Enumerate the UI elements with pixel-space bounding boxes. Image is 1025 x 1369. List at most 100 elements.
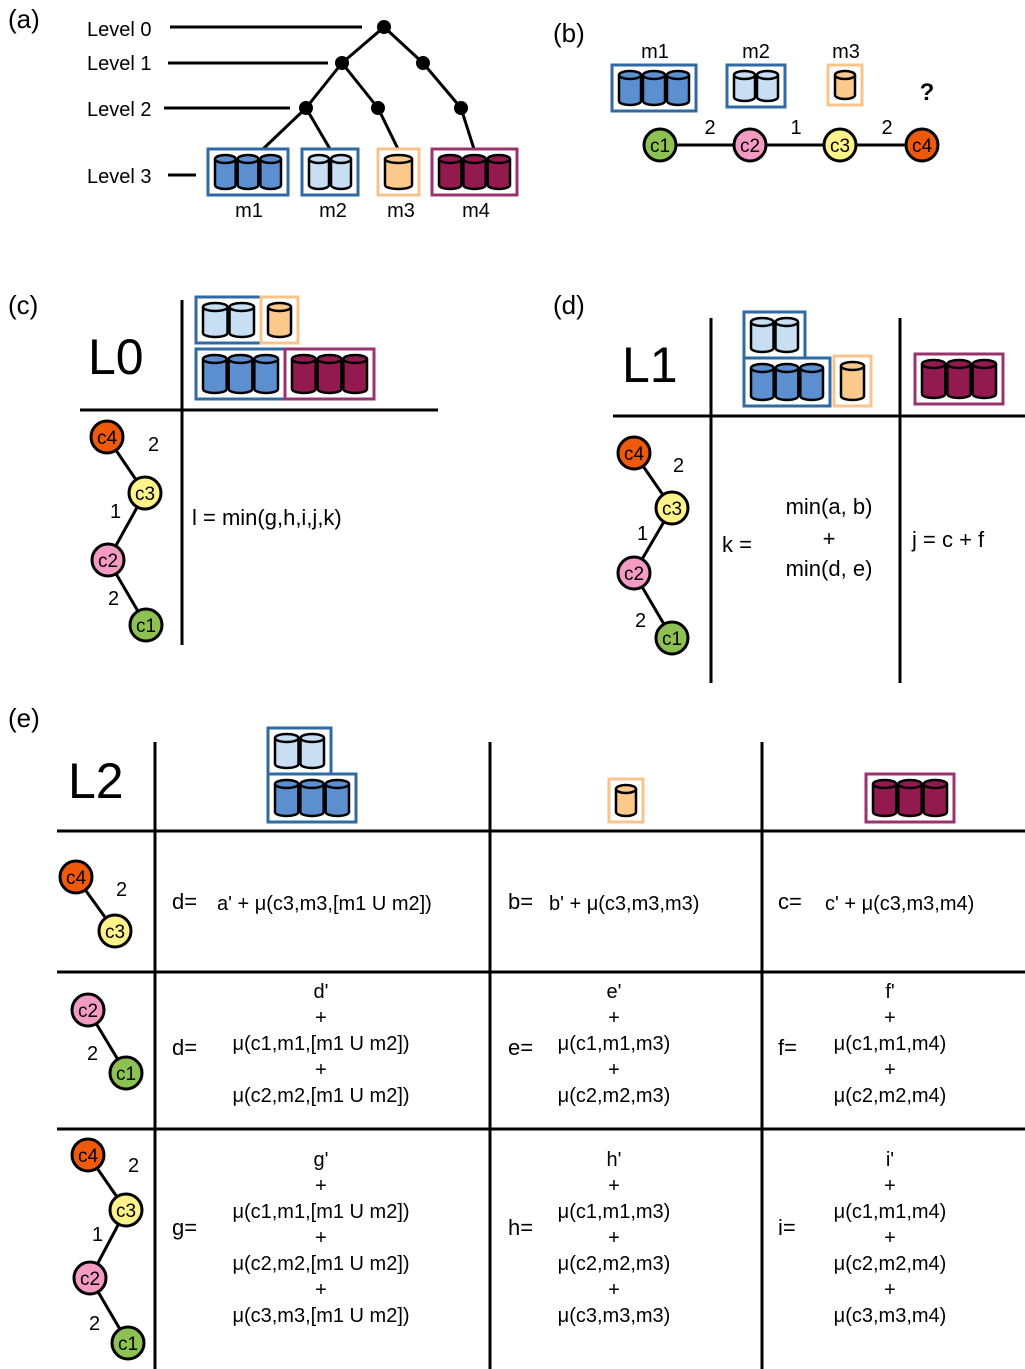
node-c2: c2 bbox=[732, 127, 768, 163]
node-c3: c3 bbox=[127, 475, 163, 511]
panel-a-label: (a) bbox=[8, 4, 40, 34]
cylinder-icon bbox=[617, 69, 643, 107]
tree-node-icon bbox=[416, 56, 430, 70]
question-icon: ? bbox=[920, 79, 935, 106]
panel-d-label: (d) bbox=[553, 290, 585, 320]
formula-line: + bbox=[315, 1227, 327, 1249]
formula-line: μ(c2,m2,m4) bbox=[834, 1085, 947, 1107]
cylinder-icon bbox=[922, 778, 949, 818]
formula-line: μ(c2,m2,[m1 U m2]) bbox=[232, 1253, 409, 1275]
panel-b: (b) m1 m2 m3 ? 2 1 2 c1 c2 c3 c4 bbox=[553, 18, 940, 163]
formula-lhs: h= bbox=[508, 1215, 533, 1240]
formula-line: μ(c2,m2,[m1 U m2]) bbox=[232, 1085, 409, 1107]
cylinder-icon bbox=[839, 360, 866, 402]
edge-weight-label: 1 bbox=[92, 1224, 103, 1246]
edge-weight-label: 2 bbox=[128, 1155, 139, 1177]
cylinder-icon bbox=[342, 353, 369, 395]
node-label: c2 bbox=[80, 1269, 100, 1290]
machine-group-m3 bbox=[832, 354, 873, 408]
formula-l: l = min(g,h,i,j,k) bbox=[192, 505, 342, 530]
formula-line: μ(c2,m2,m3) bbox=[558, 1253, 671, 1275]
formula-lhs: d= bbox=[172, 889, 197, 914]
level-title: L2 bbox=[68, 753, 124, 809]
cylinder-icon bbox=[201, 353, 228, 395]
node-c1: c1 bbox=[642, 127, 678, 163]
edge-weight-label: 2 bbox=[881, 117, 892, 139]
machine-label-m3: m3 bbox=[832, 41, 860, 63]
formula-cell: i=i'+μ(c1,m1,m4)+μ(c2,m2,m4)+μ(c3,m3,m4) bbox=[778, 1149, 946, 1327]
edge-weight-label: 2 bbox=[87, 1043, 98, 1065]
formula-cell: f=f'+μ(c1,m1,m4)+μ(c2,m2,m4) bbox=[778, 981, 946, 1107]
formula-line: + bbox=[315, 1175, 327, 1197]
node-label: c3 bbox=[105, 922, 125, 943]
node-label: c1 bbox=[116, 1064, 136, 1085]
machine-group-m2 bbox=[300, 147, 360, 197]
formula-lhs: i= bbox=[778, 1215, 796, 1240]
formula-k-lhs: k = bbox=[722, 532, 752, 557]
node-c1: c1 bbox=[108, 1055, 144, 1091]
edge-weight-label: 2 bbox=[704, 117, 715, 139]
formula-line: min(d, e) bbox=[786, 556, 873, 581]
node-c4: c4 bbox=[58, 859, 94, 895]
machine-label-m2: m2 bbox=[319, 200, 347, 222]
formula-line: + bbox=[884, 1279, 896, 1301]
formula-cell: d=d'+μ(c1,m1,[m1 U m2])+μ(c2,m2,[m1 U m2… bbox=[172, 981, 410, 1107]
formula-line: + bbox=[315, 1279, 327, 1301]
edge-weight-label: 2 bbox=[116, 879, 127, 901]
tree-node-icon bbox=[377, 20, 391, 34]
node-c3: c3 bbox=[822, 127, 858, 163]
cylinder-icon bbox=[799, 362, 825, 402]
edge-weight-label: 2 bbox=[89, 1313, 100, 1335]
node-label: c3 bbox=[135, 484, 155, 505]
cylinder-icon bbox=[236, 153, 260, 191]
cylinder-icon bbox=[299, 778, 325, 818]
row1-formulas: d= a' + μ(c3,m3,[m1 U m2]) b= b' + μ(c3,… bbox=[172, 889, 974, 915]
node-c3: c3 bbox=[654, 490, 690, 526]
formula-cell: e=e'+μ(c1,m1,m3)+μ(c2,m2,m3) bbox=[508, 981, 670, 1107]
formula-rhs: c' + μ(c3,m3,m4) bbox=[825, 893, 974, 915]
machine-group-m2 bbox=[742, 310, 807, 360]
node-label: c1 bbox=[650, 136, 670, 157]
level-title: L1 bbox=[622, 337, 678, 393]
cylinder-icon bbox=[324, 778, 351, 818]
node-c1: c1 bbox=[654, 620, 690, 656]
cylinder-icon bbox=[299, 732, 326, 770]
machine-label-m4: m4 bbox=[462, 200, 490, 222]
cylinder-icon bbox=[462, 153, 487, 191]
formula-line: + bbox=[608, 1227, 620, 1249]
formula-line: μ(c3,m3,m3) bbox=[558, 1305, 671, 1327]
formula-lhs: g= bbox=[172, 1215, 197, 1240]
machine-labels: m1 m2 m3 m4 bbox=[235, 200, 490, 222]
cylinder-icon bbox=[946, 358, 972, 400]
row2-cells: d=d'+μ(c1,m1,[m1 U m2])+μ(c2,m2,[m1 U m2… bbox=[172, 981, 946, 1107]
node-label: c1 bbox=[136, 616, 156, 637]
edge-weight-label: 2 bbox=[148, 434, 159, 456]
node-c2: c2 bbox=[732, 127, 768, 163]
formula-line: μ(c1,m1,m4) bbox=[834, 1033, 947, 1055]
node-label: c1 bbox=[118, 1334, 138, 1355]
node-label: c4 bbox=[66, 868, 87, 889]
formula-line: + bbox=[315, 1059, 327, 1081]
node-c2: c2 bbox=[616, 555, 652, 591]
tree-node-icon bbox=[335, 56, 349, 70]
machine-group-m1 bbox=[266, 772, 358, 824]
formula-lhs: b= bbox=[508, 889, 533, 914]
formula-line: + bbox=[608, 1279, 620, 1301]
table-grid-c bbox=[80, 300, 438, 645]
machine-group-m2 bbox=[194, 295, 263, 345]
formula-line: μ(c1,m1,m3) bbox=[558, 1201, 671, 1223]
formula-line: f' bbox=[885, 981, 894, 1003]
cylinder-icon bbox=[897, 778, 923, 818]
tree-node-icon bbox=[454, 101, 468, 115]
machine-group-m4 bbox=[283, 347, 376, 401]
node-label: c4 bbox=[624, 444, 645, 465]
machine-group-m2 bbox=[266, 726, 333, 776]
formula-line: d' bbox=[314, 981, 329, 1003]
formula-lhs: d= bbox=[172, 1035, 197, 1060]
formula-line: μ(c3,m3,[m1 U m2]) bbox=[232, 1305, 409, 1327]
cylinder-icon bbox=[755, 69, 780, 103]
machine-group-m3 bbox=[607, 777, 645, 824]
formula-line: h' bbox=[607, 1149, 622, 1171]
